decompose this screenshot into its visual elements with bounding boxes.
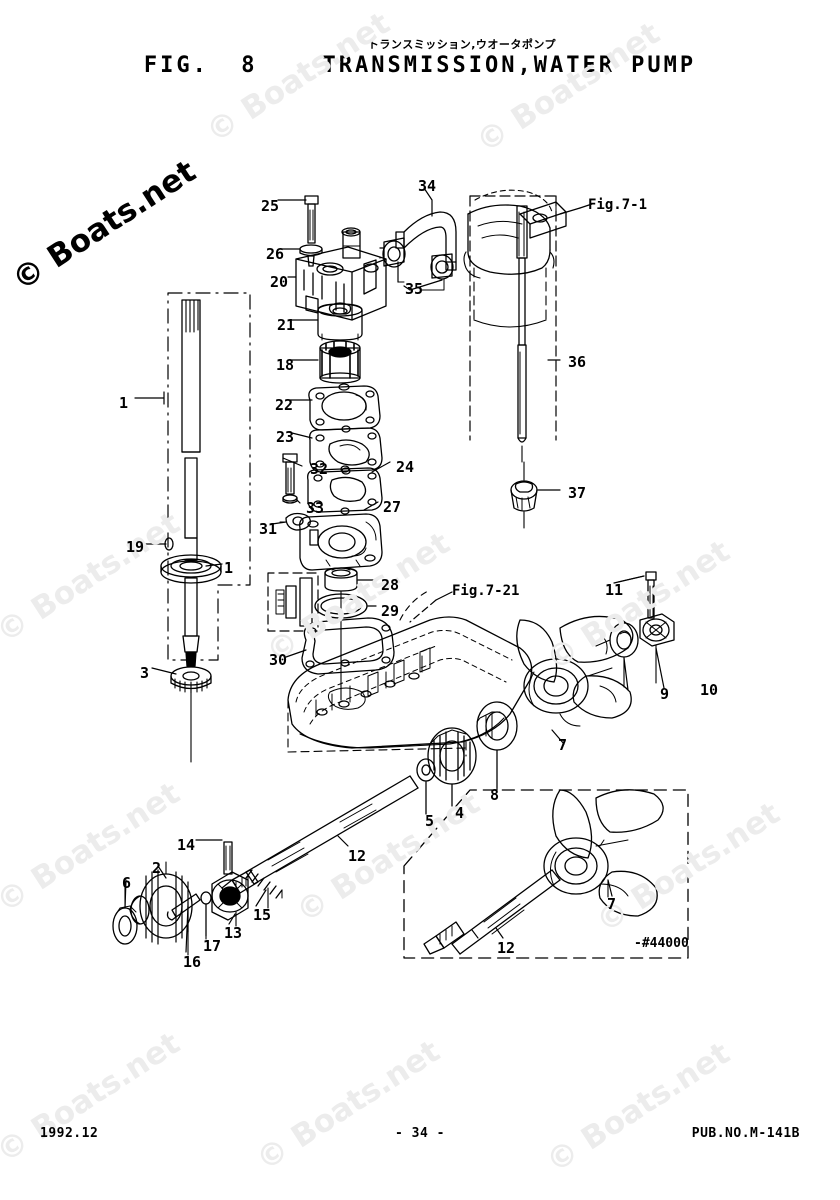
callout-number-14[interactable]: 14 [177, 836, 196, 854]
inset-part-code: -#44000 [634, 936, 689, 951]
plate-22 [308, 383, 381, 431]
part-21 [317, 302, 363, 341]
callout-number-8[interactable]: 8 [490, 786, 500, 804]
prop-shaft-12 [221, 775, 419, 899]
water-hose-34 [395, 211, 457, 271]
footer-publication: PUB.NO.M-141B [691, 1126, 800, 1141]
callout-number-35[interactable]: 35 [405, 280, 424, 298]
callout-number-29[interactable]: 29 [381, 602, 400, 620]
title-text: FIG. 8 TRANSMISSION,WATER PUMP [143, 53, 697, 78]
upper-housing-fig7-1 [463, 189, 567, 463]
callout-number-33[interactable]: 33 [306, 499, 325, 517]
thrust-parts [416, 701, 518, 815]
callout-number-30[interactable]: 30 [269, 651, 288, 669]
pump-housing-20 [295, 227, 387, 321]
callout-number-22[interactable]: 22 [275, 396, 294, 414]
reference-fig7-1[interactable]: Fig.7-1 [588, 197, 648, 213]
callout-number-17[interactable]: 17 [203, 937, 222, 955]
gasket-30 [301, 617, 395, 675]
callout-number-12[interactable]: 12 [348, 847, 367, 865]
callout-number-10[interactable]: 10 [700, 681, 719, 699]
callout-number-27[interactable]: 27 [383, 498, 402, 516]
callout-number-31[interactable]: 31 [259, 520, 278, 538]
inset-box [403, 789, 689, 959]
callout-number-23[interactable]: 23 [276, 428, 295, 446]
callout-number-36[interactable]: 36 [568, 353, 587, 371]
footer-page-number: - 34 - [395, 1126, 445, 1141]
plate-23 [309, 425, 383, 475]
pump-base-27 [299, 513, 383, 571]
propeller-7 [516, 615, 634, 727]
callout-number-32[interactable]: 32 [310, 460, 329, 478]
impeller-18 [319, 340, 361, 384]
callout-number-12[interactable]: 12 [497, 939, 516, 957]
callout-number-4[interactable]: 4 [455, 804, 465, 822]
callout-number-26[interactable]: 26 [266, 245, 285, 263]
page-footer: 1992.12 - 34 - PUB.NO.M-141B [0, 1126, 840, 1146]
pin-14 [195, 839, 233, 875]
part-37 [510, 461, 538, 529]
callout-number-6[interactable]: 6 [122, 874, 132, 892]
reference-fig7-21[interactable]: Fig.7-21 [452, 583, 520, 599]
callout-number-5[interactable]: 5 [425, 812, 435, 830]
callout-number-28[interactable]: 28 [381, 576, 400, 594]
gearcase-body [287, 589, 533, 757]
callout-number-7[interactable]: 7 [607, 895, 617, 913]
callout-number-3[interactable]: 3 [140, 664, 150, 682]
clutch-dog-13 [211, 871, 249, 927]
footer-date: 1992.12 [40, 1126, 99, 1141]
drive-shaft-group [160, 292, 251, 763]
callout-number-1[interactable]: 1 [224, 559, 234, 577]
page-title: トランスミッション,ウオータポンプ FIG. 8 TRANSMISSION,WA… [0, 36, 840, 78]
part-in-dashbox [275, 577, 313, 627]
callout-number-15[interactable]: 15 [253, 906, 272, 924]
callout-number-9[interactable]: 9 [660, 685, 670, 703]
plate-24 [307, 465, 383, 515]
callout-number-37[interactable]: 37 [568, 484, 587, 502]
callout-number-34[interactable]: 34 [418, 177, 437, 195]
prop-nut-group [595, 571, 675, 688]
callout-number-2[interactable]: 2 [152, 859, 162, 877]
callout-number-16[interactable]: 16 [183, 953, 202, 971]
callout-number-21[interactable]: 21 [277, 316, 296, 334]
callout-number-24[interactable]: 24 [396, 458, 415, 476]
part-28 [324, 567, 358, 592]
title-kana: トランスミッション,ウオータポンプ [367, 38, 557, 51]
callout-number-25[interactable]: 25 [261, 197, 280, 215]
spring-15 [245, 869, 283, 909]
callout-number-20[interactable]: 20 [270, 273, 289, 291]
leader-lines [124, 187, 665, 953]
callout-number-18[interactable]: 18 [276, 356, 295, 374]
callout-number-7[interactable]: 7 [558, 736, 568, 754]
oring-29 [314, 590, 368, 625]
callout-number-1[interactable]: 1 [119, 394, 129, 412]
callout-number-19[interactable]: 19 [126, 538, 145, 556]
callout-number-13[interactable]: 13 [224, 924, 243, 942]
callout-number-11[interactable]: 11 [605, 581, 624, 599]
